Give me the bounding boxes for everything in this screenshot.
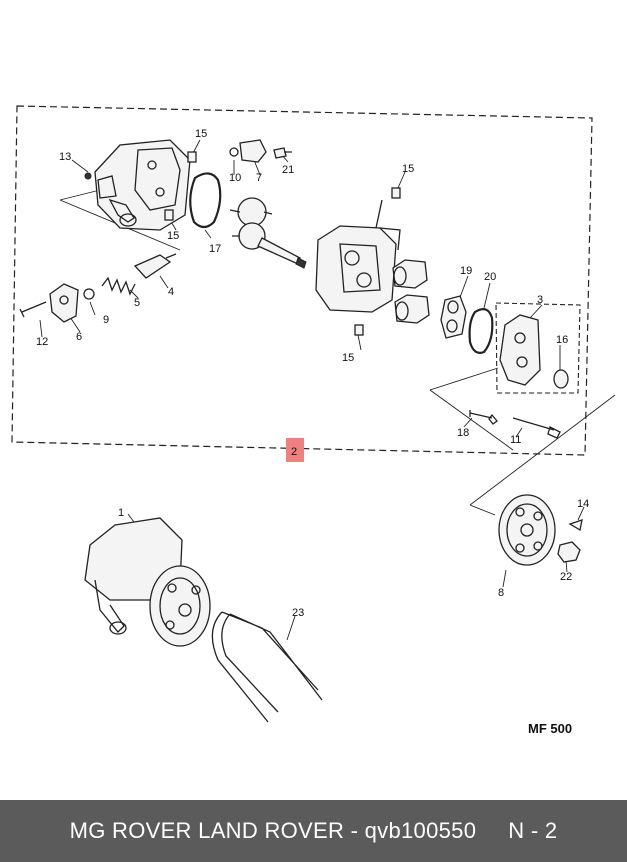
washer-9 xyxy=(83,288,95,300)
pulley-8 xyxy=(498,494,556,566)
footer-bar: MG ROVER LAND ROVER - qvb100550 N - 2 xyxy=(0,800,627,862)
bolt-12 xyxy=(19,301,47,318)
callout-13: 13 xyxy=(59,151,71,163)
callout-7: 7 xyxy=(256,172,262,184)
plug-13 xyxy=(84,172,92,180)
leader-lines xyxy=(39,139,585,641)
pump-housing xyxy=(94,139,191,231)
bushings xyxy=(392,259,430,324)
seal-16 xyxy=(553,369,569,389)
dowel-pin-15-a xyxy=(187,151,197,163)
housing-6 xyxy=(49,283,79,323)
callout-16: 16 xyxy=(556,334,568,346)
woodruff-key-14 xyxy=(568,519,583,532)
washer-10 xyxy=(229,147,239,157)
seal-20 xyxy=(468,308,494,354)
subassembly-3-boundary xyxy=(495,302,581,394)
parts-diagram: 15 13 10 7 21 15 15 17 19 20 3 4 5 9 6 1… xyxy=(11,105,616,736)
assembled-pump xyxy=(84,517,211,647)
rotor-shaft xyxy=(229,197,307,269)
assembly-boundary xyxy=(11,105,593,456)
callout-5: 5 xyxy=(134,297,140,309)
callout-21: 21 xyxy=(282,164,294,176)
footer-title: MG ROVER LAND ROVER - qvb100550 xyxy=(69,818,477,843)
callout-10: 10 xyxy=(229,172,241,184)
bolt-18 xyxy=(469,410,498,425)
pump-body xyxy=(315,199,401,313)
callout-15-bottom: 15 xyxy=(342,352,354,364)
callout-14: 14 xyxy=(577,498,589,510)
callout-9: 9 xyxy=(103,314,109,326)
o-ring-17 xyxy=(189,172,222,229)
dowel-pin-15-c xyxy=(391,187,401,199)
footer-page: N - 2 xyxy=(508,818,558,843)
callout-15-right: 15 xyxy=(402,163,414,175)
callout-8: 8 xyxy=(498,587,504,599)
callout-12: 12 xyxy=(36,336,48,348)
callout-1: 1 xyxy=(118,507,124,519)
callout-15-top: 15 xyxy=(195,128,207,140)
callout-22: 22 xyxy=(560,571,572,583)
drawing-code: MF 500 xyxy=(528,721,572,736)
callout-23: 23 xyxy=(292,607,304,619)
callout-3: 3 xyxy=(537,294,543,306)
callout-4: 4 xyxy=(168,286,174,298)
callout-6: 6 xyxy=(76,331,82,343)
cover-plate-7 xyxy=(239,139,267,163)
nut-22 xyxy=(557,541,581,563)
callout-15-left: 15 xyxy=(167,230,179,242)
callout-11: 11 xyxy=(510,434,521,446)
callout-20: 20 xyxy=(484,271,496,283)
callout-18: 18 xyxy=(457,427,469,439)
spring-5 xyxy=(101,276,136,296)
valve-4 xyxy=(133,254,172,279)
bolt-21 xyxy=(273,147,292,159)
callout-17: 17 xyxy=(209,243,221,255)
end-cover-3 xyxy=(499,314,541,386)
dowel-pin-15-b xyxy=(164,209,174,221)
callout-19: 19 xyxy=(460,265,472,277)
callout-2: 2 xyxy=(291,446,297,458)
bolt-11 xyxy=(512,417,561,439)
assembly-2-highlight xyxy=(286,438,304,462)
dowel-pin-15-d xyxy=(354,324,364,336)
drive-belt-23 xyxy=(211,611,323,723)
